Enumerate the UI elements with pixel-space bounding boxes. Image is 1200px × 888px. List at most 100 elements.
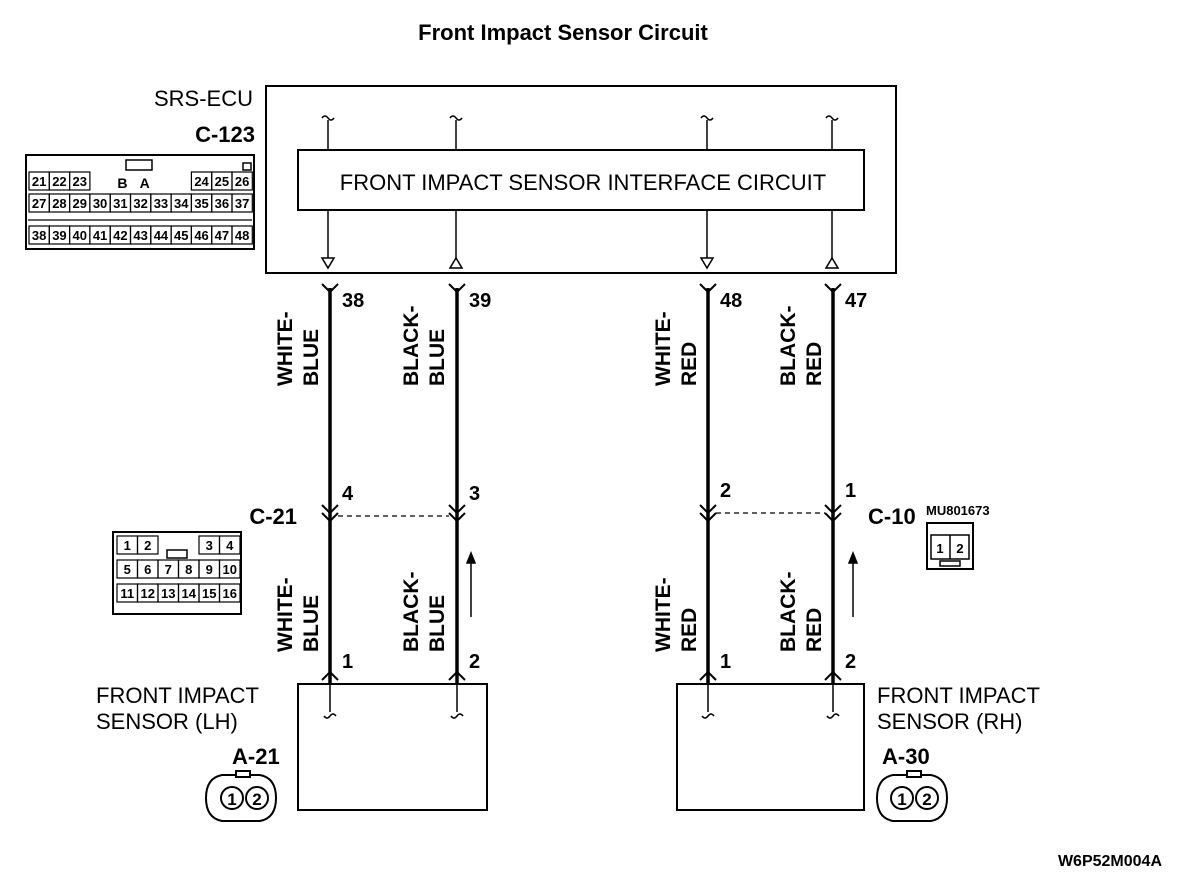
- wire-color-47-line1: BLACK-: [777, 306, 800, 386]
- wire-color-47-line2: RED: [803, 342, 826, 386]
- ecu-pin-41: 41: [93, 228, 107, 243]
- c21-pin-face-7: 7: [165, 562, 172, 577]
- ecu-pin-40: 40: [73, 228, 87, 243]
- diagram-title: Front Impact Sensor Circuit: [418, 20, 708, 45]
- wire-color-lh1-line1: WHITE-: [274, 577, 297, 652]
- sensor-rh-box: [676, 683, 865, 811]
- a30-pin-face-2: 2: [922, 790, 931, 809]
- c21-pin-3: 3: [469, 483, 480, 505]
- sensor-internal-stubs: [323, 684, 840, 719]
- ecu-pin-26: 26: [235, 174, 249, 189]
- ecu-side-terminals: [321, 283, 842, 294]
- intermediate-terminals: [321, 504, 842, 523]
- ecu-pin-30: 30: [93, 196, 107, 211]
- a21-pin-face-2: 2: [252, 790, 261, 809]
- wire-color-39-line1: BLACK-: [400, 306, 423, 386]
- c21-pin-face-1: 1: [124, 538, 131, 553]
- ecu-pin-31: 31: [113, 196, 127, 211]
- wire-color-lh2-line1: BLACK-: [400, 572, 423, 652]
- wire-color-rh1-line1: WHITE-: [652, 577, 675, 652]
- c21-pin-face-10: 10: [223, 562, 237, 577]
- srs-ecu-box: [265, 85, 897, 274]
- c10-connector-face: 1 2: [926, 522, 974, 570]
- ecu-pin-44: 44: [154, 228, 169, 243]
- ecu-pin-27: 27: [32, 196, 46, 211]
- c21-pin-face-16: 16: [223, 586, 237, 601]
- a30-connector-face: 1 2: [875, 770, 949, 822]
- ecu-pin-24: 24: [194, 174, 209, 189]
- ecu-internal-stubs: [320, 115, 840, 270]
- ecu-name: SRS-ECU: [154, 86, 253, 111]
- sensor-rh-pin-1: 1: [720, 651, 731, 673]
- sensor-lh-connector-id: A-21: [232, 744, 280, 769]
- ecu-pin-22: 22: [52, 174, 66, 189]
- wire-color-39-line2: BLUE: [426, 329, 449, 386]
- ecu-pin-46: 46: [194, 228, 208, 243]
- sensor-lh-box: [297, 683, 488, 811]
- wire-color-rh1-line2: RED: [678, 608, 701, 652]
- ecu-pin-47: 47: [215, 228, 229, 243]
- sensor-rh-connector-id: A-30: [882, 744, 930, 769]
- wire-color-lh1-line2: BLUE: [300, 595, 323, 652]
- wire-color-38-line2: BLUE: [300, 329, 323, 386]
- sensor-rh-label-line1: FRONT IMPACT: [877, 683, 1040, 708]
- ecu-pin-35: 35: [194, 196, 208, 211]
- ecu-connector-id: C-123: [195, 122, 255, 147]
- c10-pin-face-1: 1: [936, 541, 943, 556]
- c21-connector-id: C-21: [249, 504, 297, 529]
- sensor-rh-pin-2: 2: [845, 651, 856, 673]
- ecu-pin-37: 37: [235, 196, 249, 211]
- ecu-pin-47: 47: [845, 290, 867, 312]
- ecu-pin-42: 42: [113, 228, 127, 243]
- interface-circuit-label: FRONT IMPACT SENSOR INTERFACE CIRCUIT: [340, 170, 826, 195]
- c21-pin-4: 4: [342, 483, 354, 505]
- c21-pin-face-15: 15: [202, 586, 216, 601]
- c21-pin-face-13: 13: [161, 586, 175, 601]
- current-direction-arrows: [465, 550, 859, 617]
- ecu-pin-34: 34: [174, 196, 189, 211]
- c10-pin-2: 2: [720, 480, 731, 502]
- ecu-pin-A: A: [140, 175, 150, 191]
- c21-pin-face-3: 3: [206, 538, 213, 553]
- ecu-pin-43: 43: [133, 228, 147, 243]
- c21-pin-face-8: 8: [185, 562, 192, 577]
- sensor-lh-pin-2: 2: [469, 651, 480, 673]
- sensor-lh-label-line1: FRONT IMPACT: [96, 683, 259, 708]
- sensor-rh-label-line2: SENSOR (RH): [877, 709, 1022, 734]
- ecu-pin-25: 25: [215, 174, 229, 189]
- ecu-pin-21: 21: [32, 174, 46, 189]
- c10-connector-id: C-10: [868, 504, 916, 529]
- ecu-pin-48: 48: [235, 228, 249, 243]
- harness-wires: [328, 288, 835, 683]
- ecu-pin-39: 39: [469, 290, 491, 312]
- wire-color-rh2-line2: RED: [803, 608, 826, 652]
- c21-pin-face-4: 4: [226, 538, 234, 553]
- c21-pin-face-12: 12: [141, 586, 155, 601]
- ecu-pin-36: 36: [215, 196, 229, 211]
- c21-pin-face-2: 2: [144, 538, 151, 553]
- ecu-pin-39: 39: [52, 228, 66, 243]
- ecu-pin-23: 23: [73, 174, 87, 189]
- sensor-lh-label-line2: SENSOR (LH): [96, 709, 238, 734]
- wire-color-38-line1: WHITE-: [274, 311, 297, 386]
- c10-pin-face-2: 2: [956, 541, 963, 556]
- a21-connector-face: 1 2: [204, 770, 278, 822]
- ecu-pin-38: 38: [342, 290, 364, 312]
- figure-id: W6P52M004A: [1058, 853, 1162, 870]
- ecu-pin-33: 33: [154, 196, 168, 211]
- c21-pin-face-5: 5: [124, 562, 131, 577]
- c21-pin-face-14: 14: [182, 586, 197, 601]
- c21-pin-face-11: 11: [120, 586, 134, 601]
- interface-circuit-box: [297, 149, 865, 211]
- c10-part-number: MU801673: [926, 503, 990, 518]
- ecu-pin-45: 45: [174, 228, 188, 243]
- ecu-pin-38: 38: [32, 228, 46, 243]
- c21-pin-face-9: 9: [206, 562, 213, 577]
- wire-color-rh2-line1: BLACK-: [777, 572, 800, 652]
- ecu-pin-32: 32: [133, 196, 147, 211]
- ecu-pin-48: 48: [720, 290, 742, 312]
- ecu-pin-B: B: [117, 175, 127, 191]
